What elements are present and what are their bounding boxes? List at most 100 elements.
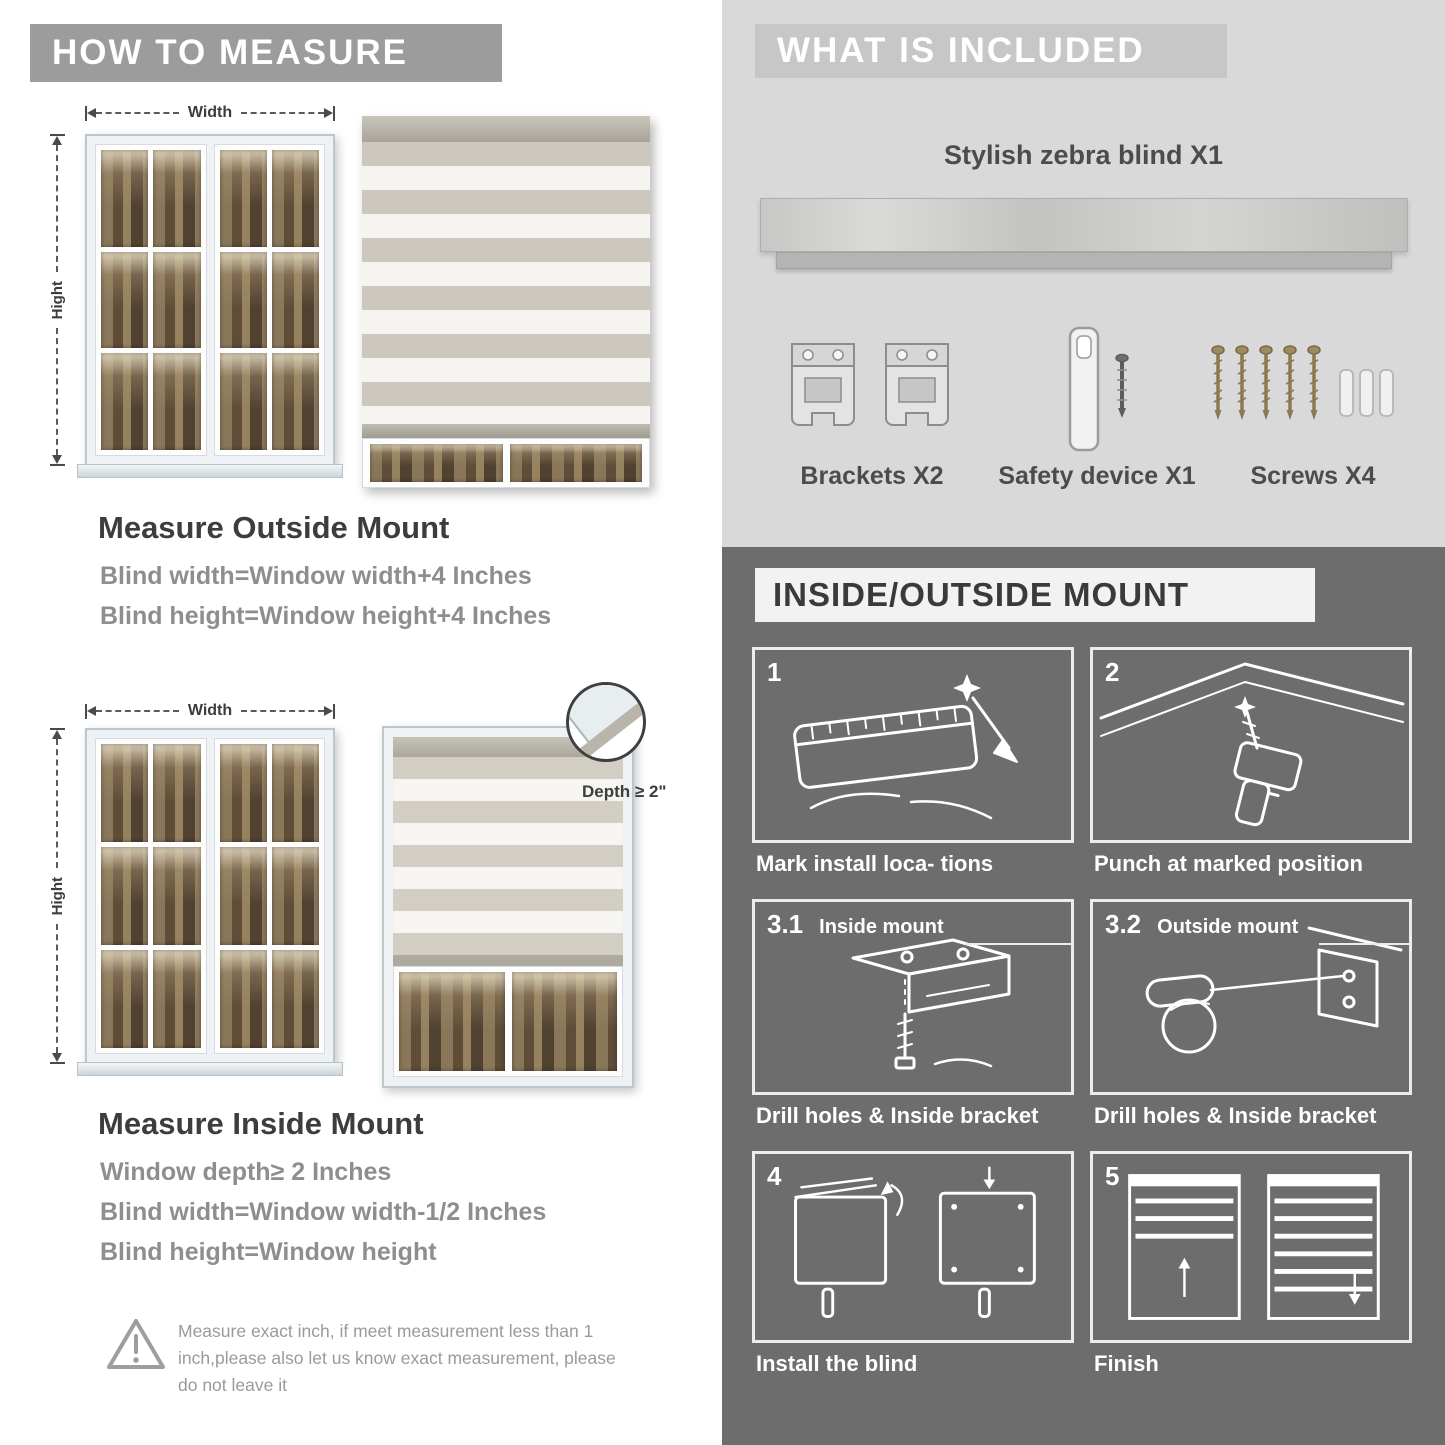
width-arrow-label: Width <box>187 104 233 121</box>
window-pane <box>153 744 201 842</box>
window-pane <box>271 847 319 945</box>
measure-warning-text: Measure exact inch, if meet measurement … <box>178 1321 616 1396</box>
window-pane <box>219 353 267 450</box>
step-number: 3.1 <box>767 909 804 939</box>
window-pane <box>101 150 149 247</box>
outside-mount-line-1: Blind width=Window width+4 Inches <box>100 562 532 590</box>
inside-mount-line-1: Window depth≥ 2 Inches <box>100 1158 392 1186</box>
width-arrow-label: Width <box>187 702 233 719</box>
brackets-icon <box>784 328 960 451</box>
window-pane <box>271 150 319 247</box>
zebra-blind-headrail-valance <box>776 252 1392 269</box>
what-is-included-header: WHAT IS INCLUDED <box>755 24 1227 78</box>
window-pane <box>370 444 503 482</box>
window-pane <box>399 972 505 1071</box>
install-blind-illustration <box>794 1166 1036 1318</box>
outside-mount-line-2: Blind height=Window height+4 Inches <box>100 602 552 630</box>
window-pane <box>153 150 201 247</box>
step-cell-3-2: 3.2 Outside mount <box>1090 899 1412 1095</box>
window-pane <box>101 847 149 945</box>
warning-triangle-icon <box>104 1314 168 1379</box>
window-sill <box>77 464 343 478</box>
window-pane <box>219 150 267 247</box>
width-arrow: Width <box>85 104 335 122</box>
window-pane <box>101 744 149 842</box>
window-pane <box>271 950 319 1048</box>
depth-zoom-circle <box>566 682 646 762</box>
window-pane <box>511 972 617 1071</box>
blind-stripes <box>362 142 650 424</box>
step-cell-4: 4 <box>752 1151 1074 1343</box>
safety-device-icon <box>1050 322 1154 467</box>
zebra-blind-inside-mount-photo <box>382 726 634 1088</box>
window-sash <box>213 144 325 456</box>
window-photo-inside <box>77 728 343 1076</box>
window-pane <box>219 847 267 945</box>
step-number: 5 <box>1105 1161 1120 1191</box>
height-arrow: Hight <box>48 728 66 1065</box>
window-sash <box>95 738 207 1054</box>
what-is-included-panel: WHAT IS INCLUDED Stylish zebra blind X1 <box>722 0 1445 547</box>
screws-icon <box>1204 332 1408 459</box>
finish-blinds-illustration <box>1128 1174 1380 1320</box>
step-cell-1: 1 <box>752 647 1074 843</box>
inside-mount-line-2: Blind width=Window width-1/2 Inches <box>100 1198 547 1226</box>
mount-guide-header: INSIDE/OUTSIDE MOUNT <box>755 568 1315 622</box>
window-pane <box>153 950 201 1048</box>
window-pane <box>219 950 267 1048</box>
width-arrow: Width <box>85 702 335 720</box>
window-pane <box>153 353 201 450</box>
outside-bracket-illustration <box>1145 926 1403 1054</box>
step-caption: Punch at marked position <box>1094 851 1363 876</box>
step-caption: Drill holes & Inside bracket <box>756 1103 1039 1128</box>
window-below-blind <box>362 438 650 488</box>
step-number: 3.2 <box>1105 909 1142 939</box>
window-pane <box>509 444 642 482</box>
window-pane <box>219 251 267 349</box>
window-photo-outside <box>77 134 343 478</box>
window-pane <box>153 847 201 945</box>
step-title: Inside mount <box>819 916 944 938</box>
window-pane <box>219 744 267 842</box>
safety-device-label: Safety device X1 <box>998 462 1196 490</box>
step-caption: Mark install loca- tions <box>756 851 994 876</box>
window-sash <box>213 738 325 1054</box>
measure-mark-illustration <box>793 674 1018 820</box>
inside-mount-line-3: Blind height=Window height <box>100 1238 437 1266</box>
mount-guide-panel: INSIDE/OUTSIDE MOUNT 1 <box>722 547 1445 1445</box>
step-caption: Finish <box>1094 1351 1159 1376</box>
step-cell-5: 5 <box>1090 1151 1412 1343</box>
window-below-blind <box>393 966 623 1077</box>
window-sill <box>77 1062 343 1076</box>
step-number: 2 <box>1105 657 1120 687</box>
divider-line <box>1319 943 1409 945</box>
step-caption: Install the blind <box>756 1351 918 1376</box>
window-pane <box>101 353 149 450</box>
zebra-blind-headrail-image <box>760 198 1408 252</box>
window-sash <box>95 144 207 456</box>
product-label: Stylish zebra blind X1 <box>943 140 1224 170</box>
window-pane <box>271 353 319 450</box>
height-arrow-label: Hight <box>48 876 66 916</box>
drill-ceiling-illustration <box>1099 662 1405 827</box>
outside-mount-title: Measure Outside Mount <box>98 510 450 545</box>
divider-line <box>965 943 1071 945</box>
window-pane <box>101 251 149 349</box>
blind-cassette <box>393 737 623 757</box>
step-number: 1 <box>767 657 782 687</box>
height-arrow: Hight <box>48 134 66 467</box>
inside-bracket-illustration <box>851 938 1011 1070</box>
window-pane <box>101 950 149 1048</box>
window-pane <box>271 744 319 842</box>
height-arrow-label: Hight <box>48 280 66 320</box>
window-pane <box>271 251 319 349</box>
blind-stripes <box>393 757 623 955</box>
inside-mount-title: Measure Inside Mount <box>98 1106 424 1141</box>
step-cell-3-1: 3.1 Inside mount <box>752 899 1074 1095</box>
window-pane <box>153 251 201 349</box>
blind-bottom-rail <box>362 424 650 438</box>
step-cell-2: 2 <box>1090 647 1412 843</box>
step-caption: Drill holes & Inside bracket <box>1094 1103 1377 1128</box>
brackets-label: Brackets X2 <box>800 462 944 490</box>
